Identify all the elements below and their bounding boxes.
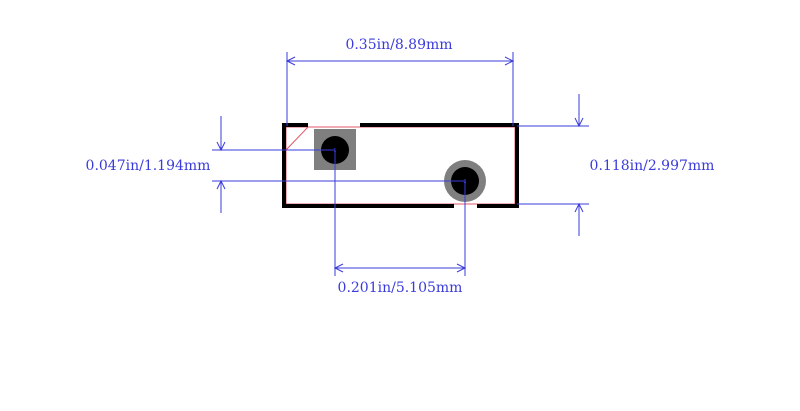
pin-pitch-vertical-dimension-lines xyxy=(212,116,465,213)
width-dimension-label: 0.35in/8.89mm xyxy=(345,37,452,53)
pin-pitch-vertical-label: 0.047in/1.194mm xyxy=(86,158,211,174)
dimension-lines xyxy=(212,52,589,276)
height-dimension-label: 0.118in/2.997mm xyxy=(590,158,715,174)
height-dimension-lines xyxy=(517,94,589,236)
width-dimension-lines xyxy=(285,52,515,126)
silkscreen-outline xyxy=(282,123,519,208)
pin-pitch-horizontal-label: 0.201in/5.105mm xyxy=(338,280,463,296)
pin-pitch-horizontal-dimension-lines xyxy=(333,150,467,276)
